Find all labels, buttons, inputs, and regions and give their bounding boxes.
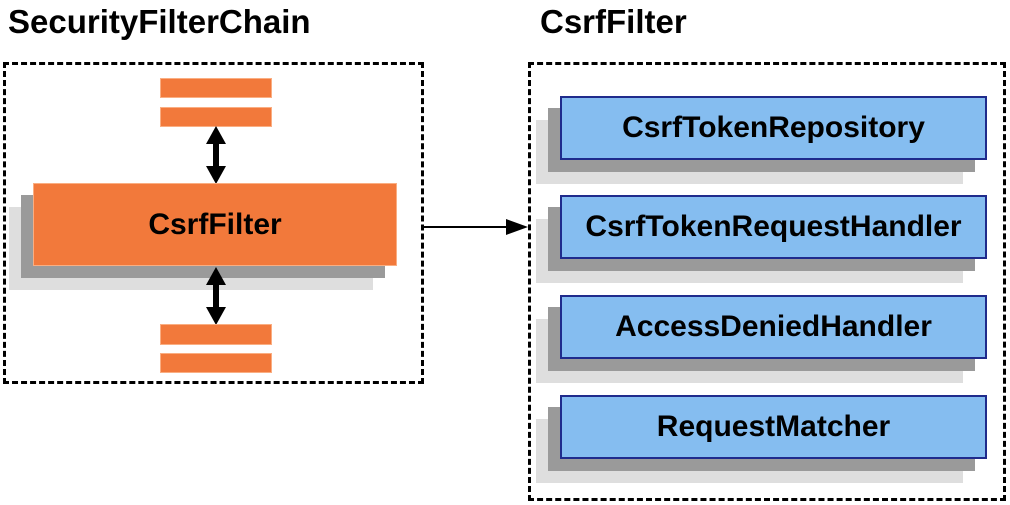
component-label: CsrfTokenRepository xyxy=(622,111,925,144)
security-filter-chain-title: SecurityFilterChain xyxy=(8,3,311,40)
csrf-filter-title: CsrfFilter xyxy=(540,3,687,40)
bidirectional-arrow-icon xyxy=(206,267,226,325)
component-label: CsrfTokenRequestHandler xyxy=(585,210,962,243)
filter-placeholder-bar xyxy=(160,107,272,127)
component-box-request-matcher: RequestMatcher xyxy=(560,395,987,459)
security-filter-chain-boundary xyxy=(3,62,424,384)
csrf-filter-boundary xyxy=(528,62,1006,501)
filter-placeholder-bar xyxy=(160,353,272,373)
component-label: RequestMatcher xyxy=(656,410,891,443)
filter-placeholder-bar xyxy=(160,78,272,98)
component-box-csrf-token-repository: CsrfTokenRepository xyxy=(560,96,987,160)
component-box-access-denied-handler: AccessDeniedHandler xyxy=(560,295,987,359)
component-label: AccessDeniedHandler xyxy=(615,310,932,343)
flow-arrow-icon xyxy=(424,219,528,235)
csrf-filter-node-label: CsrfFilter xyxy=(148,207,282,241)
csrf-filter-node: CsrfFilter xyxy=(33,183,397,266)
bidirectional-arrow-icon xyxy=(206,126,226,184)
filter-placeholder-bar xyxy=(160,324,272,345)
component-box-csrf-token-request-handler: CsrfTokenRequestHandler xyxy=(560,195,987,259)
